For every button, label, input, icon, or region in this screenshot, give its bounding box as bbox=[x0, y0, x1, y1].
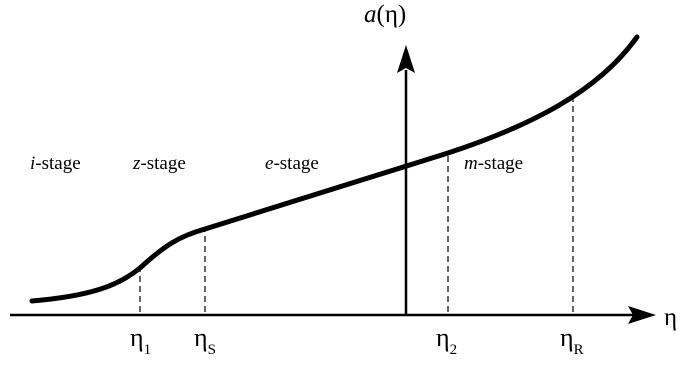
tick-label-eta-s-symbol: η bbox=[194, 323, 208, 352]
stage-label-m-suffix: -stage bbox=[478, 153, 523, 174]
tick-label-eta-1: η1 bbox=[130, 323, 151, 358]
tick-label-eta-r: ηR bbox=[560, 323, 584, 358]
tick-label-eta-2-symbol: η bbox=[436, 323, 450, 352]
x-axis-arrowhead bbox=[628, 306, 656, 324]
stage-label-e-name: e bbox=[265, 153, 273, 174]
stage-label-z: z-stage bbox=[132, 153, 186, 174]
stage-label-z-name: z bbox=[132, 153, 141, 174]
y-axis-label: a(η) bbox=[364, 1, 406, 28]
stage-label-i-name: i bbox=[30, 153, 35, 174]
y-axis-arrowhead bbox=[397, 45, 415, 73]
tick-label-eta-2-sub: 2 bbox=[450, 342, 458, 358]
stage-label-e-suffix: -stage bbox=[273, 153, 318, 174]
stage-label-i-suffix: -stage bbox=[35, 153, 80, 174]
tick-label-eta-2: η2 bbox=[436, 323, 457, 358]
tick-label-eta-s-sub: S bbox=[208, 342, 216, 358]
tick-label-eta-s: ηS bbox=[194, 323, 216, 358]
tick-label-eta-r-sub: R bbox=[574, 342, 584, 358]
y-axis-label-prefix: a bbox=[364, 1, 377, 28]
tick-label-eta-r-symbol: η bbox=[560, 323, 574, 352]
scale-factor-curve bbox=[29, 34, 640, 304]
tick-label-eta-1-sub: 1 bbox=[144, 342, 152, 358]
stage-label-e: e-stage bbox=[265, 153, 319, 174]
y-axis-label-open: ( bbox=[377, 1, 385, 28]
tick-label-eta-1-symbol: η bbox=[130, 323, 144, 352]
stage-label-m: m-stage bbox=[464, 153, 523, 174]
stage-label-m-name: m bbox=[464, 153, 478, 174]
y-axis-label-symbol: η bbox=[385, 1, 398, 28]
stage-label-i: i-stage bbox=[30, 153, 81, 174]
stage-label-z-suffix: -stage bbox=[140, 153, 185, 174]
x-axis-label: η bbox=[664, 304, 677, 331]
y-axis-label-close: ) bbox=[398, 1, 406, 28]
tick-guides bbox=[139, 96, 574, 312]
